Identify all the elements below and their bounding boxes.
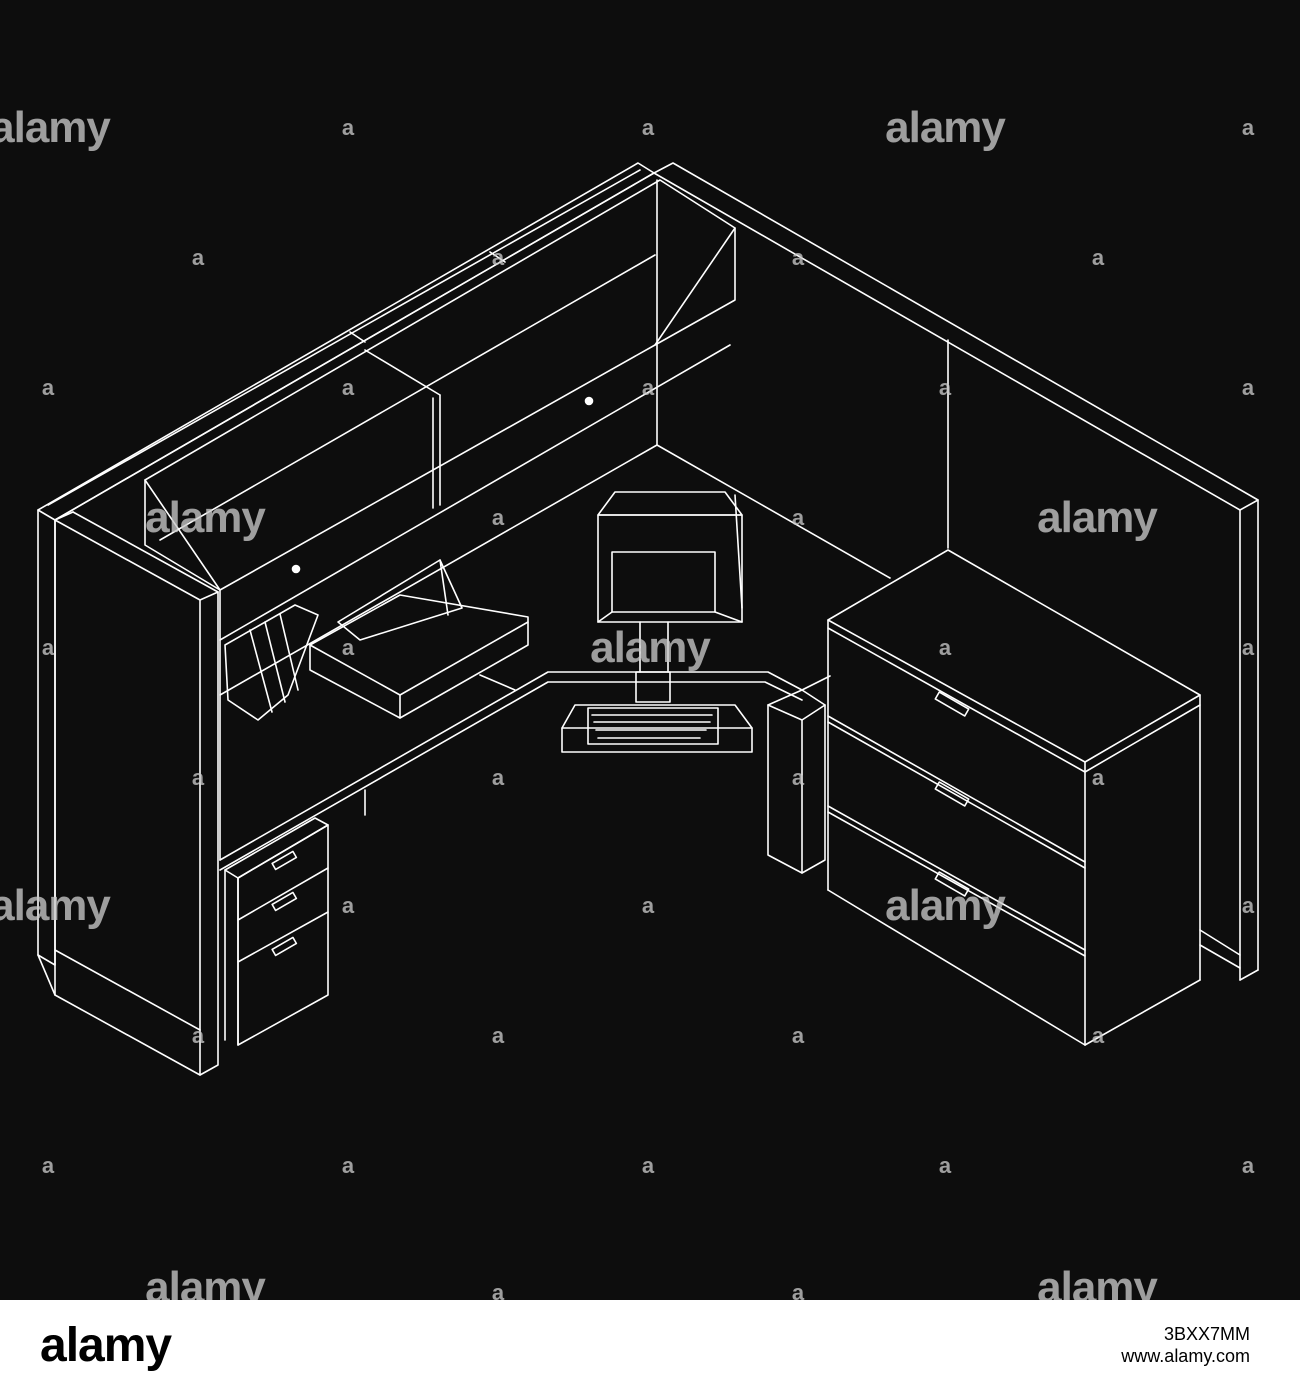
front-left-end-partition: [37, 511, 219, 1076]
back-left-partition: [37, 162, 655, 966]
printer: [309, 559, 529, 719]
file-organizer: [224, 604, 319, 721]
desk-surface: [219, 444, 891, 871]
overhead-storage-bins: [144, 179, 736, 641]
back-right-partition: [653, 162, 1259, 981]
footer-logo: alamy: [40, 1318, 172, 1372]
site-url-label: www.alamy.com: [1121, 1346, 1250, 1366]
pedestal-drawers: [224, 817, 329, 1046]
desk-support-column: [767, 689, 826, 874]
footer-bar: alamy 3BXX7MM www.alamy.com: [0, 1300, 1300, 1390]
keyboard-tray: [561, 704, 753, 753]
monitor: [597, 491, 743, 703]
footer-info: 3BXX7MM www.alamy.com: [1121, 1323, 1250, 1368]
cubicle-wireframe-drawing: [37, 162, 1259, 1076]
lateral-file-cabinet: [827, 549, 1201, 1046]
image-id-label: 3BXX7MM: [1163, 1323, 1250, 1344]
